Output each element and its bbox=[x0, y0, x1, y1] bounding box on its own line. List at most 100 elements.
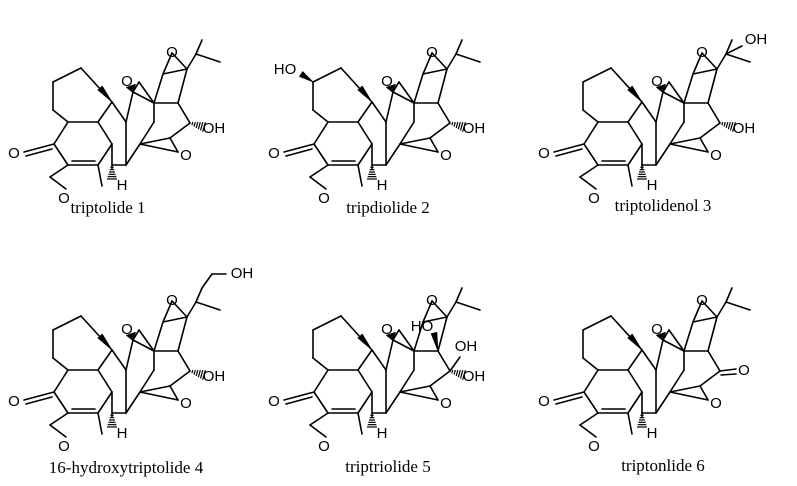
epoxide-oxygen-b: O bbox=[696, 44, 708, 61]
epoxide-hash bbox=[656, 83, 666, 93]
bond bbox=[669, 369, 685, 393]
bond bbox=[153, 321, 164, 352]
bond bbox=[385, 339, 394, 371]
bond bbox=[655, 391, 671, 414]
bond bbox=[125, 339, 134, 371]
bond bbox=[177, 316, 188, 352]
epoxide-oxygen-c: O bbox=[180, 395, 192, 412]
bond bbox=[52, 315, 82, 331]
bond bbox=[627, 349, 643, 371]
bond bbox=[579, 412, 599, 426]
bond bbox=[701, 300, 718, 318]
carbonyl-oxygen: O bbox=[268, 145, 280, 162]
bond bbox=[23, 143, 55, 153]
bond bbox=[139, 391, 179, 401]
bond bbox=[195, 39, 203, 55]
bond bbox=[195, 301, 221, 311]
epoxide-oxygen-a: O bbox=[121, 321, 133, 338]
bond bbox=[139, 137, 171, 145]
bond bbox=[162, 68, 188, 75]
bond bbox=[357, 412, 363, 435]
lactone-oxygen: O bbox=[318, 438, 330, 455]
stereo-hash bbox=[107, 414, 117, 428]
epoxide-oxygen-a: O bbox=[651, 321, 663, 338]
bond bbox=[437, 68, 448, 104]
bond bbox=[53, 143, 69, 166]
bond bbox=[49, 164, 69, 178]
bond bbox=[627, 121, 643, 145]
epoxide-oxygen-b: O bbox=[166, 292, 178, 309]
bond bbox=[422, 52, 433, 75]
bond bbox=[53, 369, 69, 393]
bond bbox=[153, 73, 164, 104]
hydroxyl-hash bbox=[191, 121, 206, 132]
epoxide-oxygen-a: O bbox=[651, 73, 663, 90]
bond bbox=[97, 369, 113, 393]
bond bbox=[668, 329, 685, 352]
bond bbox=[125, 391, 141, 414]
bond bbox=[553, 143, 585, 153]
bond bbox=[429, 122, 451, 139]
hydroxyl-label-mid: OH bbox=[455, 338, 478, 355]
bond bbox=[627, 101, 643, 123]
bond bbox=[399, 137, 431, 145]
bond bbox=[169, 122, 191, 139]
bond bbox=[177, 102, 191, 124]
bond bbox=[422, 68, 448, 75]
compound-caption: triptolidenol 3 bbox=[615, 196, 712, 215]
bond bbox=[313, 369, 329, 393]
bond bbox=[169, 370, 191, 387]
bond bbox=[312, 109, 329, 123]
bond bbox=[641, 101, 657, 123]
bond bbox=[583, 121, 599, 145]
bond bbox=[177, 350, 191, 372]
bond bbox=[413, 73, 424, 104]
bond bbox=[312, 67, 342, 83]
bond bbox=[683, 73, 694, 104]
bond bbox=[431, 52, 448, 70]
compound-caption: triptonlide 6 bbox=[621, 456, 705, 475]
hydrogen-label: H bbox=[377, 177, 388, 194]
bond bbox=[53, 391, 69, 414]
lactone-oxygen: O bbox=[588, 190, 600, 207]
epoxide-oxygen-c: O bbox=[440, 147, 452, 164]
bond bbox=[699, 370, 721, 387]
bond bbox=[139, 369, 155, 393]
hydroxyl-hash bbox=[721, 121, 736, 132]
bond bbox=[313, 143, 329, 166]
bond bbox=[725, 45, 743, 55]
bond bbox=[582, 315, 612, 331]
bond bbox=[169, 385, 179, 401]
bond bbox=[699, 385, 709, 401]
compound-caption: tripdiolide 2 bbox=[346, 198, 430, 217]
epoxide-hash bbox=[126, 331, 136, 341]
bond bbox=[111, 101, 127, 123]
bond bbox=[437, 316, 448, 352]
bond bbox=[53, 121, 69, 145]
bond bbox=[555, 396, 583, 405]
bond bbox=[25, 148, 53, 157]
bond bbox=[285, 396, 313, 405]
bond bbox=[699, 137, 709, 153]
bond bbox=[725, 53, 751, 63]
bond bbox=[641, 349, 657, 371]
carbonyl-oxygen: O bbox=[8, 145, 20, 162]
bond bbox=[579, 176, 597, 190]
methyl-wedge bbox=[357, 333, 373, 351]
stereo-hash bbox=[637, 414, 647, 428]
stereo-hash bbox=[107, 166, 117, 180]
bond bbox=[669, 391, 709, 401]
bond bbox=[413, 321, 424, 352]
side-hydroxyl-label: OH bbox=[745, 31, 768, 48]
bond bbox=[422, 316, 448, 323]
bond bbox=[399, 391, 439, 401]
epoxide-oxygen-c: O bbox=[710, 147, 722, 164]
methyl-wedge bbox=[97, 333, 113, 351]
bond bbox=[97, 391, 113, 414]
bond bbox=[309, 424, 327, 438]
epoxide-oxygen-a: O bbox=[381, 321, 393, 338]
bond bbox=[579, 164, 599, 178]
bond bbox=[701, 52, 718, 70]
bond bbox=[162, 316, 188, 323]
